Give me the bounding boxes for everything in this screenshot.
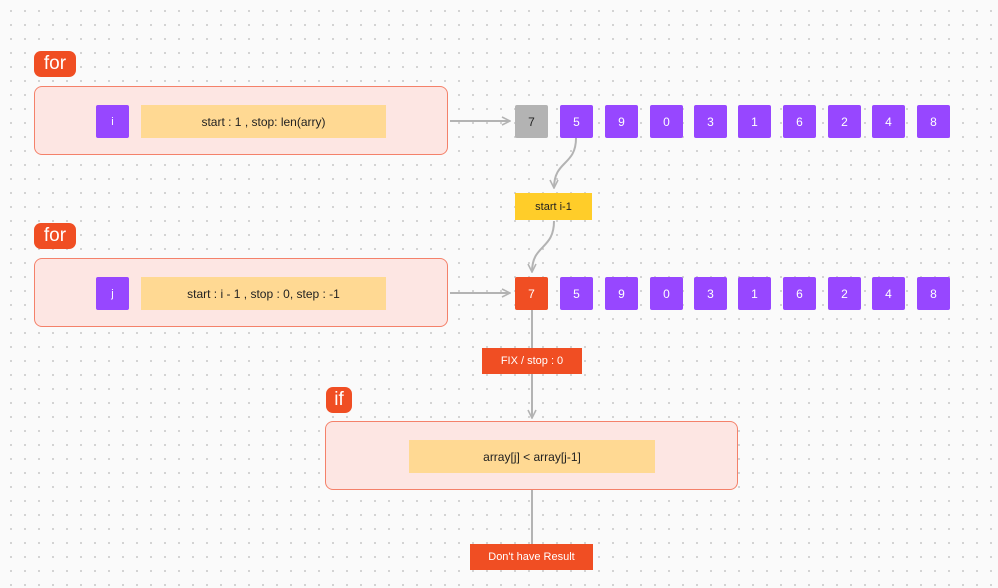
arrow-start-note-to-array [532, 220, 555, 272]
outer-for-panel: i start : 1 , stop: len(arry) [34, 86, 448, 155]
array-bottom-cell: 2 [828, 277, 861, 310]
array-top-cell: 9 [605, 105, 638, 138]
array-top-cell: 2 [828, 105, 861, 138]
array-top-cell: 0 [650, 105, 683, 138]
start-note: start i-1 [515, 193, 592, 220]
fix-stop-note: FIX / stop : 0 [482, 348, 582, 374]
array-top-cell: 4 [872, 105, 905, 138]
array-bottom-cell: 4 [872, 277, 905, 310]
array-bottom-cell: 9 [605, 277, 638, 310]
if-tag: if [326, 387, 352, 413]
inner-for-tag: for [34, 223, 76, 249]
if-panel: array[j] < array[j-1] [325, 421, 738, 490]
array-bottom-cell: 5 [560, 277, 593, 310]
inner-for-panel: j start : i - 1 , stop : 0, step : -1 [34, 258, 448, 327]
array-top-cell: 6 [783, 105, 816, 138]
array-top-cell: 5 [560, 105, 593, 138]
array-bottom-cell: 7 [515, 277, 548, 310]
result-label: Don't have Result [470, 544, 593, 570]
arrow-cell-to-start-note [554, 137, 577, 188]
outer-loop-variable: i [96, 105, 129, 138]
array-bottom-cell: 0 [650, 277, 683, 310]
array-top-cell: 7 [515, 105, 548, 138]
outer-loop-condition: start : 1 , stop: len(arry) [141, 105, 386, 138]
array-bottom-cell: 3 [694, 277, 727, 310]
array-top-cell: 8 [917, 105, 950, 138]
array-bottom-cell: 8 [917, 277, 950, 310]
array-top-cell: 1 [738, 105, 771, 138]
array-bottom-cell: 1 [738, 277, 771, 310]
if-condition: array[j] < array[j-1] [409, 440, 655, 473]
array-top-cell: 3 [694, 105, 727, 138]
outer-for-tag: for [34, 51, 76, 77]
inner-loop-variable: j [96, 277, 129, 310]
array-bottom-cell: 6 [783, 277, 816, 310]
inner-loop-condition: start : i - 1 , stop : 0, step : -1 [141, 277, 386, 310]
